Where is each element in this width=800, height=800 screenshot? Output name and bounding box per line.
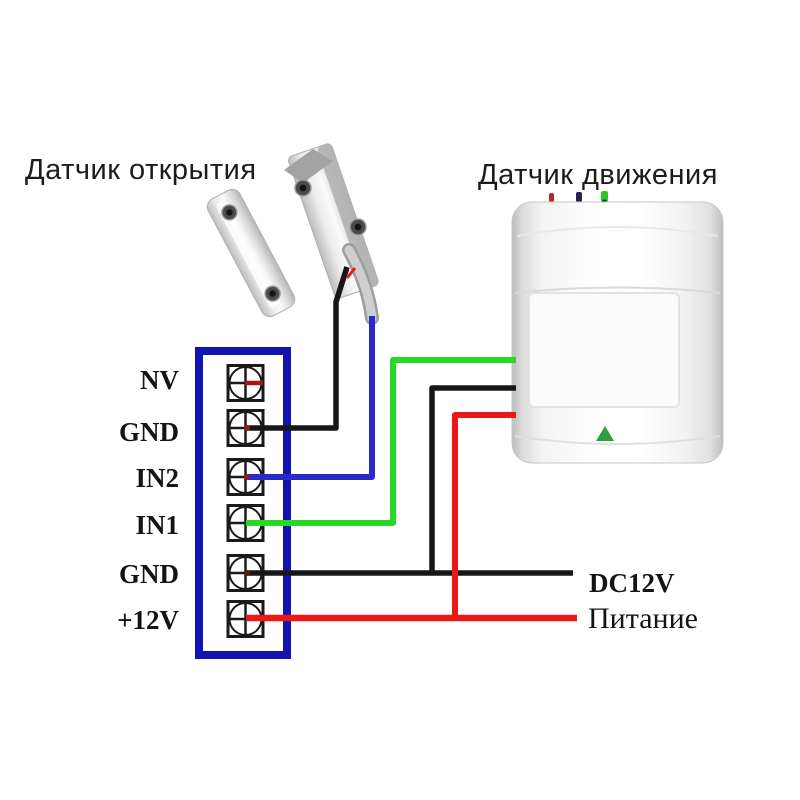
- door-sensor-magnet: [206, 188, 296, 318]
- pin-label-12v: +12V: [117, 605, 179, 635]
- pin-label-in1: IN1: [135, 510, 179, 540]
- crimp-dot: [244, 570, 250, 576]
- motion-sensor-title: Датчик движения: [478, 159, 718, 191]
- crimp-dot: [244, 425, 250, 431]
- pir-red-stub: [549, 193, 554, 202]
- power-label-pitanie: Питание: [588, 602, 698, 635]
- pir-lens-panel: [528, 292, 680, 408]
- pin-label-gnd2: GND: [119, 559, 179, 589]
- armored-cable-sleeve: [342, 243, 379, 325]
- power-label-dc12v: DC12V: [589, 568, 675, 598]
- crimp-dot: [244, 474, 250, 480]
- labels: Датчик открытия Датчик движения NV GND I…: [25, 154, 718, 635]
- door-sensor-title: Датчик открытия: [25, 154, 257, 186]
- motion-sensor: [511, 191, 724, 464]
- wire-black-pir-branch: [429, 385, 516, 571]
- pin-label-in2: IN2: [135, 463, 179, 493]
- door-sensor: [206, 143, 379, 325]
- pir-separation-line: [514, 286, 721, 294]
- wire-green-in1-to-pir: [246, 357, 516, 526]
- pir-green-stub: [601, 191, 608, 202]
- pir-led-triangle-icon: [596, 426, 614, 441]
- pir-bottom-line: [514, 435, 721, 445]
- wire-blue-door-to-in2: [246, 316, 375, 480]
- wires: [244, 266, 577, 622]
- pir-dome-line: [516, 226, 719, 237]
- pin-label-nv: NV: [140, 365, 179, 395]
- pir-black-stub: [576, 192, 582, 202]
- wire-red-sleeve-lead: [345, 267, 357, 279]
- pin-label-gnd1: GND: [119, 417, 179, 447]
- switch-top-bevel: [284, 149, 333, 183]
- wire-red-pir-branch: [452, 412, 516, 617]
- wire-black-door-to-gnd: [246, 266, 350, 431]
- terminal-block: [195, 347, 291, 659]
